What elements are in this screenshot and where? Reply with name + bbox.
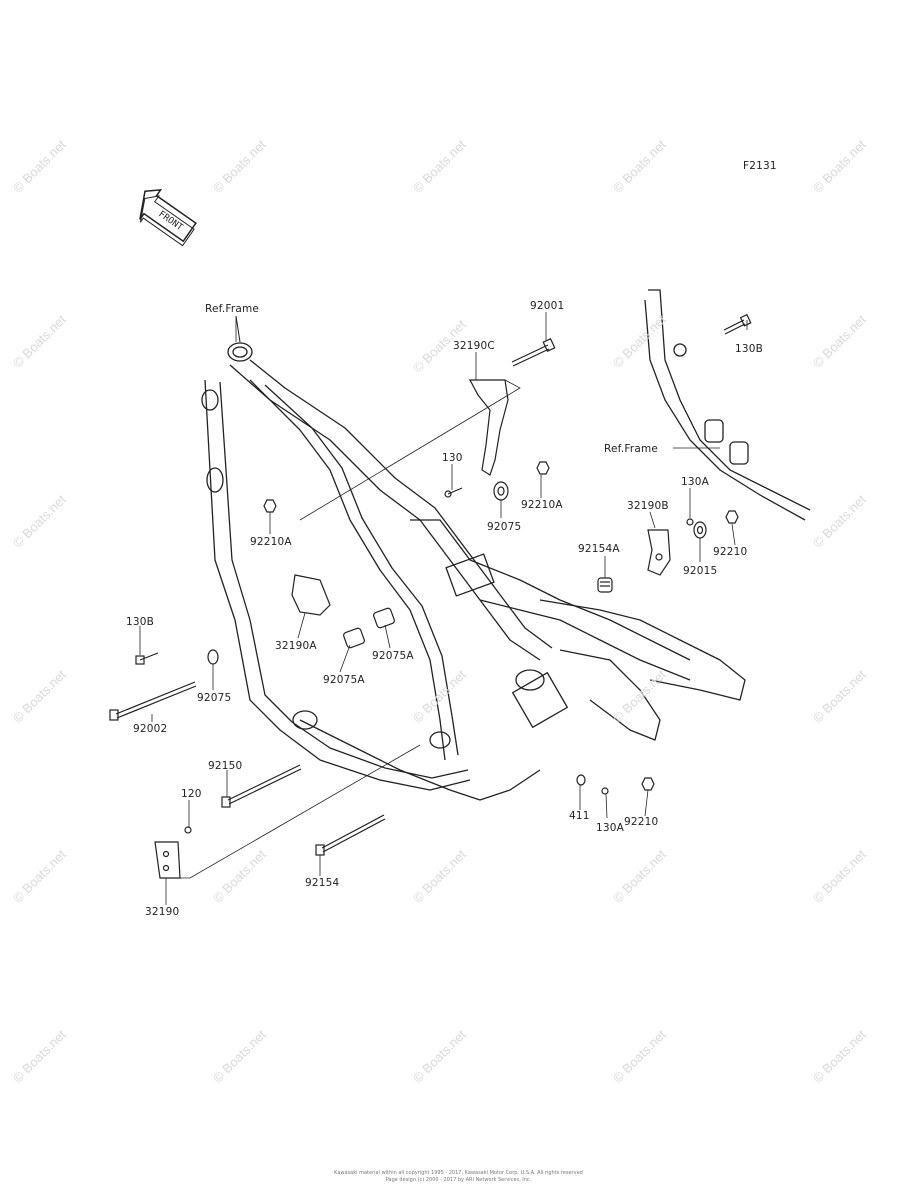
bolt-92154 — [315, 814, 386, 856]
part-label-92002: 92002 — [133, 723, 168, 735]
washer-92015 — [693, 521, 707, 539]
part-label-92075-left: 92075 — [197, 692, 232, 704]
ref-frame-label-upper-left: Ref.Frame — [205, 303, 260, 315]
part-label-32190C: 32190C — [453, 340, 495, 352]
part-label-130B-left: 130B — [126, 616, 155, 628]
bolt-130B-right — [723, 313, 752, 335]
part-label-32190A: 32190A — [275, 640, 317, 652]
bolt-130B-left — [135, 652, 159, 665]
washer-92075-mid — [493, 481, 509, 501]
nut-92210-right — [725, 510, 739, 524]
bolt-130A-bottom — [601, 787, 609, 795]
part-label-92001: 92001 — [530, 300, 565, 312]
part-label-92150: 92150 — [208, 760, 243, 772]
part-label-32190B: 32190B — [627, 500, 669, 512]
part-label-92075A-b: 92075A — [372, 650, 414, 662]
leader-lines — [139, 312, 748, 905]
collar-92154A — [597, 577, 613, 593]
part-label-32190: 32190 — [145, 906, 180, 918]
part-label-92075-mid: 92075 — [487, 521, 522, 533]
nut-92210A-left — [263, 499, 277, 513]
part-label-92154: 92154 — [305, 877, 340, 889]
part-label-92210-right: 92210 — [713, 546, 748, 558]
washer-411 — [576, 774, 586, 786]
frame-main — [201, 342, 746, 801]
bolt-92150 — [221, 764, 302, 808]
part-label-130A-top: 130A — [681, 476, 710, 488]
nut-92210-bottom — [641, 777, 655, 791]
bracket-32190C — [469, 379, 509, 476]
part-label-411: 411 — [569, 810, 590, 822]
bolt-130 — [444, 487, 463, 498]
figure-code: F2131 — [743, 160, 777, 172]
collar-92075A-b — [373, 607, 395, 629]
part-label-92154A: 92154A — [578, 543, 620, 555]
part-label-92015: 92015 — [683, 565, 718, 577]
footer-page-design: Page design (c) 2000 - 2017 by ARI Netwo… — [385, 1177, 532, 1183]
ref-frame-rear-right — [644, 289, 811, 521]
bolt-92001 — [511, 337, 556, 367]
part-label-120: 120 — [181, 788, 202, 800]
part-label-130: 130 — [442, 452, 463, 464]
washer-92075-left — [207, 649, 219, 665]
part-label-92210A-left: 92210A — [250, 536, 292, 548]
front-direction-arrow: FRONT — [139, 189, 197, 247]
part-label-92075A-a: 92075A — [323, 674, 365, 686]
footer-copyright: Kawasaki material within all copyright 1… — [334, 1170, 583, 1176]
part-label-92210-bottom: 92210 — [624, 816, 659, 828]
ref-frame-upper-left — [235, 315, 241, 343]
part-label-92210A-mid: 92210A — [521, 499, 563, 511]
bracket-32190B — [647, 529, 671, 576]
nut-92210A-mid — [536, 461, 550, 475]
ref-frame-label-right: Ref.Frame — [604, 443, 659, 455]
part-label-130A-bottom: 130A — [596, 822, 625, 834]
collar-92075A-a — [343, 627, 365, 649]
bolt-130A-top — [686, 518, 694, 526]
bolt-92002 — [109, 681, 197, 721]
part-label-130B-right: 130B — [735, 343, 764, 355]
bracket-32190A — [291, 574, 331, 616]
bracket-32190 — [154, 841, 181, 879]
bolt-120 — [184, 826, 192, 834]
